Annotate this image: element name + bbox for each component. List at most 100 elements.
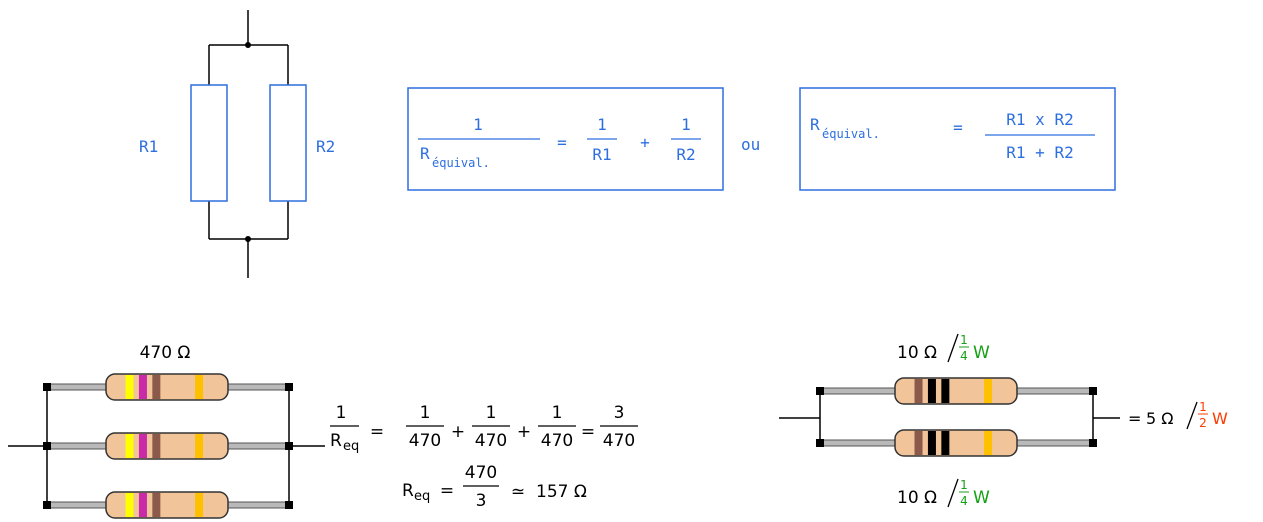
r1-label: R1 [139, 137, 158, 156]
example-1-r1-resistor [43, 373, 293, 401]
ex2-top-slash [947, 333, 959, 363]
r1-symbol [190, 84, 228, 202]
example-1-r1-band-3 [152, 375, 161, 399]
eq1-term3-den: 470 [541, 431, 573, 451]
example-2-r2-lead-right [1016, 439, 1094, 447]
example-1-r1-band-2 [138, 375, 147, 399]
example-1-r3-terminal-left [43, 501, 51, 509]
example-1-r2-band-1 [125, 434, 134, 458]
example-1-r1-terminal-left [43, 383, 51, 391]
example-1-r3-resistor [43, 491, 293, 519]
example-2-r1-resistor [816, 377, 1097, 405]
eq2-req: R [402, 481, 414, 501]
eq2-approx: ≃ [511, 482, 525, 502]
example-2-r1-terminal-right [1089, 387, 1097, 395]
eq2-equals: = [440, 481, 454, 501]
eq1-term1-num: 1 [420, 403, 431, 423]
example-2-r1-band-1 [914, 379, 923, 403]
example-1-r2-lead-right [227, 442, 290, 450]
ex2-top-value: 10 Ω [897, 343, 937, 363]
connector-ou: ou [741, 135, 760, 154]
formula-1-term1-num: 1 [597, 115, 607, 134]
example-2-result: = 5 Ω 1 2 W [1128, 400, 1228, 430]
formula-2-lhs-r: R [810, 115, 820, 134]
example-2-circuit [779, 391, 1120, 443]
example-2-r2-band-4 [984, 431, 993, 455]
formula-2-frame [799, 87, 1116, 191]
eq1-lhs-den-sub: eq [343, 439, 359, 454]
example-1-r3-lead-left [46, 501, 107, 509]
eq2-value: 157 Ω [536, 482, 587, 502]
formula-2-denominator: R1 + R2 [1006, 143, 1073, 162]
formula-1-term1-den: R1 [592, 145, 611, 164]
example-1-r2-band-2 [138, 434, 147, 458]
formula-2-numerator: R1 x R2 [1006, 110, 1073, 129]
example-1-r2-body [105, 432, 229, 460]
example-1-r3-band-4 [195, 493, 204, 517]
example-1-r3-band-3 [152, 493, 161, 517]
example-2-r1-lead-right [1016, 387, 1094, 395]
eq1-result-num: 3 [614, 403, 625, 423]
formula-1-plus: + [640, 133, 650, 152]
example-2-r1-band-4 [984, 379, 993, 403]
formula-1-term2-den: R2 [676, 145, 695, 164]
ex2-result-frac-num: 1 [1199, 400, 1207, 414]
example-2-r2-body [894, 429, 1018, 457]
example-1-r1-band-1 [125, 375, 134, 399]
ex2-top-frac-den: 4 [960, 349, 968, 363]
formula-1-numerator: 1 [473, 115, 483, 134]
ex2-result-unit: W [1212, 409, 1228, 428]
ex2-result-value: 5 Ω [1146, 409, 1174, 428]
example-2-r2-band-2 [927, 431, 936, 455]
example-2-r2-lead-left [819, 439, 896, 447]
example-2-r1-body [894, 377, 1018, 405]
formula-2-lhs-sub: équival. [822, 127, 880, 141]
example-1-r1-body [105, 373, 229, 401]
r2-label: R2 [316, 137, 335, 156]
example-1-r2-terminal-left [43, 442, 51, 450]
eq1-term2-den: 470 [475, 431, 507, 451]
example-1-r2-resistor [43, 432, 293, 460]
formula-1-term2-num: 1 [681, 115, 691, 134]
example-1-equation: 1 R eq = 1 470 + 1 470 + 1 470 = 3 470 [330, 403, 638, 454]
example-1-resistor-value: 470 Ω [140, 343, 191, 363]
ex2-result-prefix: = [1128, 409, 1141, 428]
example-2-r1-band-3 [941, 379, 950, 403]
formula-1-denominator-r: R [420, 144, 430, 163]
example-2-bottom-label: 10 Ω 1 4 W [897, 478, 990, 508]
ex2-top-unit: W [973, 343, 990, 363]
bottom-junction-dot [245, 236, 251, 242]
ex2-result-frac-den: 2 [1199, 416, 1207, 430]
example-1-r1-band-4 [195, 375, 204, 399]
eq2-num: 470 [465, 463, 497, 483]
formula-1-denominator-sub: équival. [432, 156, 490, 170]
example-2-r2-resistor [816, 429, 1097, 457]
ex2-bottom-frac-den: 4 [960, 494, 968, 508]
eq1-lhs-num: 1 [336, 403, 347, 423]
eq2-req-sub: eq [414, 489, 430, 504]
ex2-bottom-frac-num: 1 [960, 478, 968, 492]
example-1-r3-band-1 [125, 493, 134, 517]
example-2-r2-terminal-left [816, 439, 824, 447]
eq1-term2-num: 1 [486, 403, 497, 423]
example-1-r3-band-2 [138, 493, 147, 517]
eq1-plus-2: + [517, 422, 531, 442]
eq1-plus-1: + [451, 422, 465, 442]
formula-1-equals: = [557, 133, 567, 152]
example-1-r2-terminal-right [285, 442, 293, 450]
formula-2-equals: = [953, 118, 963, 137]
ex2-bottom-slash [947, 478, 959, 508]
example-2-r2-terminal-right [1089, 439, 1097, 447]
formula-box-2: R équival. = R1 x R2 R1 + R2 [799, 87, 1116, 191]
eq1-lhs-den: R [330, 431, 342, 451]
ex2-bottom-value: 10 Ω [897, 488, 937, 508]
ex2-result-slash [1186, 401, 1198, 430]
example-2-r2-band-3 [941, 431, 950, 455]
example-1-r2-lead-left [46, 442, 107, 450]
example-1-req: R eq = 470 3 ≃ 157 Ω [402, 463, 587, 511]
example-1-r3-lead-right [227, 501, 290, 509]
eq1-term1-den: 470 [409, 431, 441, 451]
example-2-r1-terminal-left [816, 387, 824, 395]
example-1-r1-terminal-right [285, 383, 293, 391]
